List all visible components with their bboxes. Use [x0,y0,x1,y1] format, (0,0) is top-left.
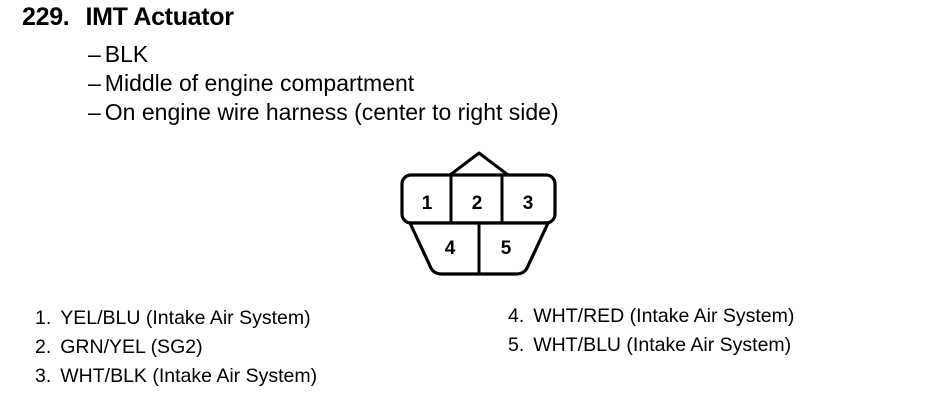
dash-glyph: – [88,99,101,125]
pin-row-2: 2.GRN/YEL (SG2) [35,336,203,358]
component-number: 229. [22,3,70,31]
pin-row-5: 5.WHT/BLU (Intake Air System) [508,334,792,356]
connector-diagram: 1 2 3 4 5 [400,151,557,276]
detail-color: –BLK [88,41,149,67]
pin-list-left: 1.YEL/BLU (Intake Air System) 2.GRN/YEL … [35,304,317,391]
detail-harness: –On engine wire harness (center to right… [88,99,559,125]
pin-label-5: 5 [501,238,512,259]
pin-label-2: 2 [472,193,483,214]
pin-label-4: 4 [445,238,456,259]
component-title: IMT Actuator [85,3,234,31]
pin-label-3: 3 [523,193,534,214]
pin-row-3: 3.WHT/BLK (Intake Air System) [35,365,318,387]
pin-row-1: 1.YEL/BLU (Intake Air System) [35,307,311,329]
component-details: –BLK –Middle of engine compartment –On e… [88,40,559,127]
pin-row-4: 4.WHT/RED (Intake Air System) [508,305,795,327]
component-heading: 229. IMT Actuator [22,3,234,32]
dash-glyph: – [88,70,101,96]
detail-location: –Middle of engine compartment [88,70,415,96]
pin-label-1: 1 [422,193,433,214]
connector-key [449,151,509,177]
pin-list-right: 4.WHT/RED (Intake Air System) 5.WHT/BLU … [508,302,794,360]
dash-glyph: – [88,41,101,67]
